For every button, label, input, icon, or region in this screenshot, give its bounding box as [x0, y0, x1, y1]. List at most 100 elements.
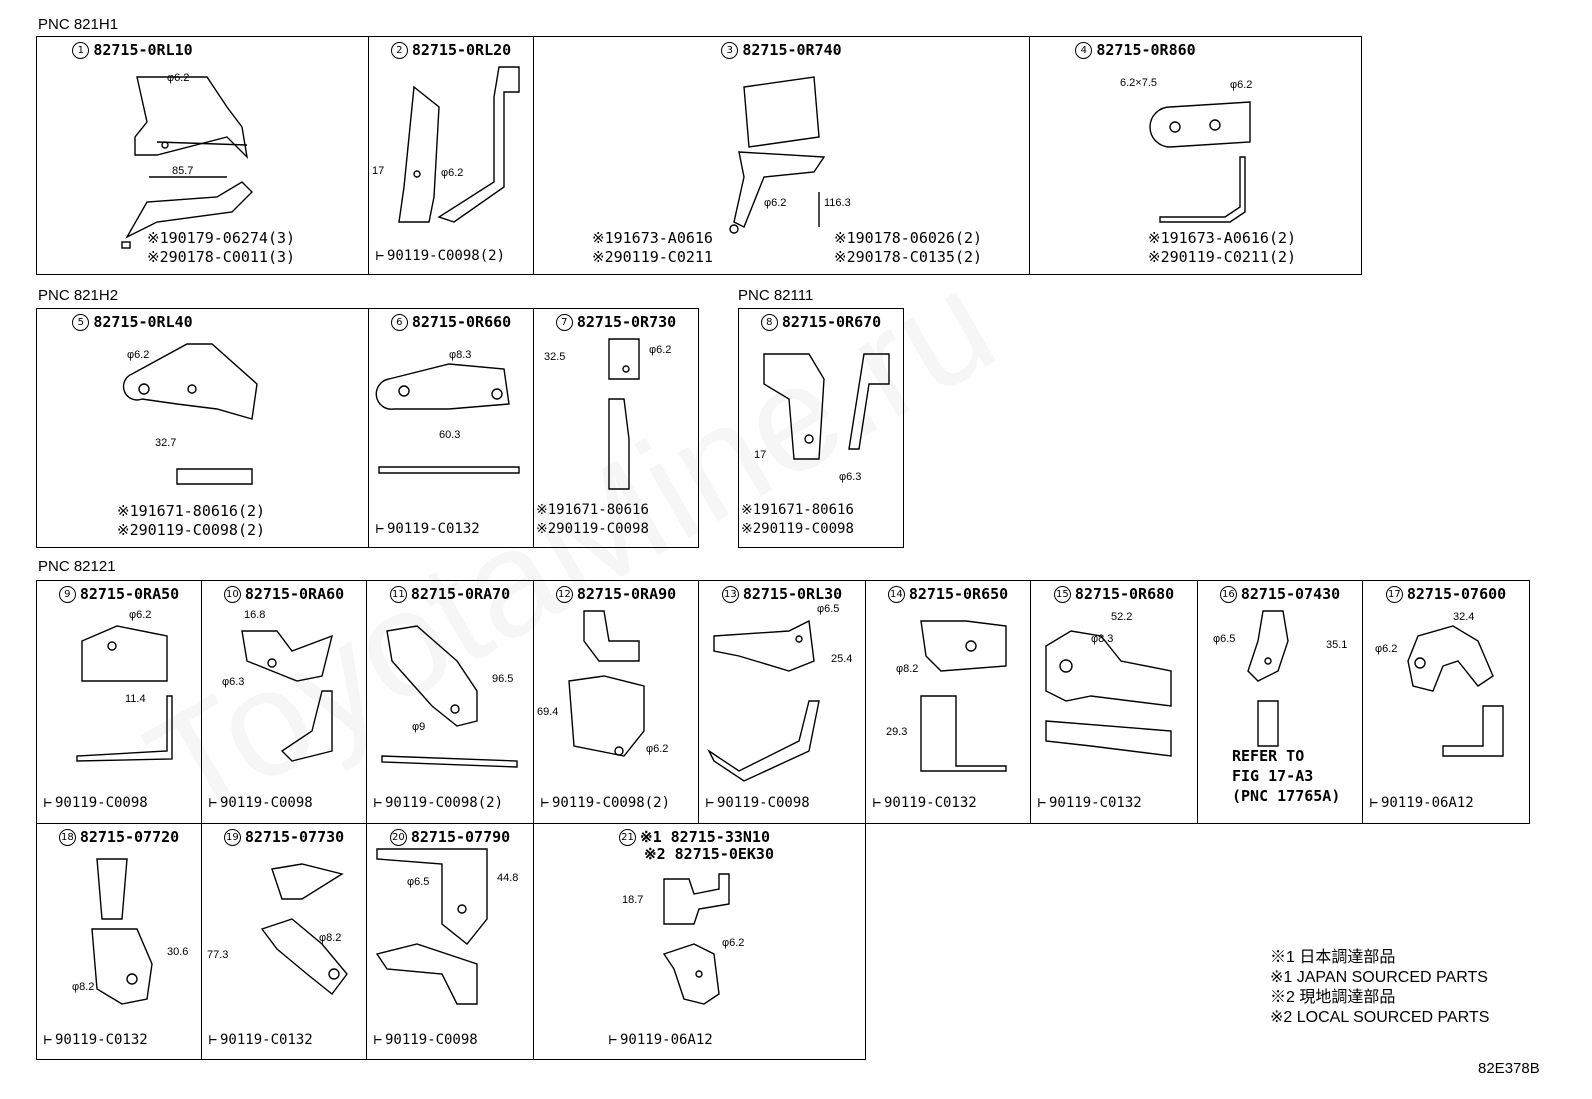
index-badge: 6	[390, 314, 408, 331]
index-badge: 4	[1075, 42, 1093, 59]
index-badge: 19	[223, 829, 241, 846]
index-badge: 2	[390, 42, 408, 59]
bracket-drawing	[241, 630, 334, 762]
bracket-drawing	[729, 76, 826, 234]
part-number: 82715-07600	[1406, 585, 1507, 603]
dim-label: φ6.5	[817, 603, 840, 615]
bracket-drawing	[91, 858, 153, 1005]
refer-note: FIG 17-A3	[1232, 767, 1314, 785]
figure-code: 82E378B	[1478, 1060, 1540, 1077]
dim-label: 6.2×7.5	[1120, 77, 1158, 89]
part-number: 82715-0R680	[1074, 585, 1175, 603]
bolt-line: ※191671-80616(2)	[117, 502, 266, 520]
index-badge: 17	[1385, 586, 1403, 603]
bolt-line: ※290178-C0011(3)	[147, 248, 296, 266]
part-number-alt: ※2 82715-0EK30	[644, 845, 774, 863]
dim-label: φ6.2	[127, 349, 150, 361]
bolt-line: ⊢90119-C0098(2)	[373, 795, 504, 811]
bolt-line: ※191671-80616	[536, 502, 649, 518]
bolt-line: ⊢90119-C0098(2)	[540, 795, 671, 811]
bracket-drawing	[662, 873, 730, 1005]
dim-label: φ6.2	[129, 609, 152, 621]
part-number: 82715-0R670	[781, 313, 882, 331]
part-number: 82715-0RL30	[742, 585, 843, 603]
note-line: ※1 日本調達部品	[1270, 949, 1396, 966]
part-number: 82715-07720	[79, 828, 180, 846]
index-badge: 16	[1219, 586, 1237, 603]
bolt-line: ⊢90119-C0098	[373, 1032, 478, 1048]
notes: ※1 日本調達部品 ※1 JAPAN SOURCED PARTS ※2 現地調達…	[1270, 948, 1489, 1028]
dim-label: φ6.2	[441, 167, 464, 179]
index-badge: 15	[1053, 586, 1071, 603]
bolt-line: ⊢90119-C0132	[375, 521, 480, 537]
bolt-line: ⊢90119-C0098(2)	[375, 248, 506, 264]
dim-label: 29.3	[886, 726, 908, 738]
dim-label: 32.7	[155, 437, 177, 449]
index-badge: 14	[887, 586, 905, 603]
bracket-drawing	[1045, 630, 1172, 757]
dim-label: φ6.5	[407, 876, 430, 888]
part-number: ※1 82715-33N10	[640, 828, 770, 846]
dim-label: φ8.2	[319, 932, 342, 944]
dim-label: 44.8	[497, 872, 519, 884]
part-cell-21[interactable]: 21※1 82715-33N10 ※2 82715-0EK30 18.7 φ6.…	[533, 823, 866, 1060]
bracket-drawing	[920, 620, 1007, 772]
bolt-line: ※290119-C0098(2)	[117, 521, 266, 539]
bracket-drawing	[1149, 101, 1251, 223]
dim-label: φ6.3	[222, 676, 245, 688]
part-number: 82715-0RA60	[244, 585, 345, 603]
index-badge: 7	[555, 314, 573, 331]
dim-label: φ6.3	[839, 471, 862, 483]
dim-label: 69.4	[537, 706, 559, 718]
dim-label: 52.2	[1111, 611, 1133, 623]
dim-label: 17	[372, 165, 385, 177]
bolt-line: ※290119-C0098	[741, 521, 854, 537]
dim-label: φ6.2	[764, 197, 787, 209]
bolt-line: ⊢90119-C0098	[705, 795, 810, 811]
dim-label: 16.8	[244, 609, 266, 621]
bolt-line: ⊢90119-C0132	[43, 1032, 148, 1048]
dim-label: 85.7	[172, 165, 194, 177]
index-badge: 9	[58, 586, 76, 603]
bolt-line: ※290178-C0135(2)	[834, 248, 983, 266]
bolt-line: ⊢90119-C0132	[1037, 795, 1142, 811]
dim-label: 32.4	[1453, 611, 1475, 623]
refer-note: (PNC 17765A)	[1232, 787, 1341, 805]
part-number: 82715-0R730	[576, 313, 677, 331]
dim-label: 32.5	[544, 351, 566, 363]
part-number: 82715-0RL10	[93, 41, 193, 59]
bolt-line: ⊢90119-C0098	[43, 795, 148, 811]
bracket-drawing	[608, 338, 640, 490]
refer-note: REFER TO	[1232, 747, 1305, 765]
part-number: 82715-0R740	[742, 41, 842, 59]
index-badge: 13	[721, 586, 739, 603]
dim-label: φ6.2	[1375, 643, 1398, 655]
pnc-label-82121: PNC 82121	[38, 558, 116, 575]
dim-label: φ8.3	[1091, 633, 1114, 645]
index-badge: 1	[72, 42, 90, 59]
dim-label: φ6.2	[649, 344, 672, 356]
bracket-drawing	[375, 848, 488, 1005]
index-badge: 11	[389, 586, 407, 603]
index-badge: 10	[223, 586, 241, 603]
